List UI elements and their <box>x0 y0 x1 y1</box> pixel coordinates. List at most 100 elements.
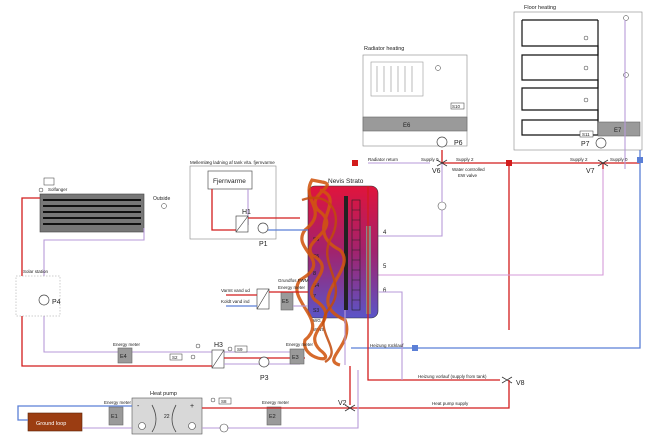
valve-v2: V2 <box>338 400 356 412</box>
koldt-vand-label: Koldt vand ind <box>221 299 250 304</box>
tank-port-4: 4 <box>383 230 387 236</box>
thermo-icon <box>38 187 44 193</box>
svg-text:V6: V6 <box>432 168 441 175</box>
radiator-fins <box>376 66 413 92</box>
solar-tubes <box>43 199 141 225</box>
thermostat-icon <box>583 97 589 103</box>
floor-heating-title: Floor heating <box>524 5 556 11</box>
thermo-icon <box>190 354 196 360</box>
sensor-s1 <box>43 177 55 186</box>
tank-inner-pipe <box>344 196 348 310</box>
s10-label: S10 <box>452 104 461 109</box>
solfanger-label: Solfanger <box>48 187 68 192</box>
mellemlag-label: Mellemlæg ladning af tank v/ta. fjernvar… <box>190 160 275 165</box>
solar-station: Solar station P4 <box>15 269 61 317</box>
pump-p4 <box>38 294 50 306</box>
return-main-line <box>351 150 641 349</box>
hp-coil-icon <box>151 404 177 433</box>
ew-valve-label: EW valve <box>458 173 478 178</box>
grundfos-label: Grundfos FWM <box>278 278 309 283</box>
pump-p6 <box>436 136 448 148</box>
tank-s4-label: S4 <box>313 283 319 289</box>
hp-fan-icon <box>188 422 196 430</box>
fresh-water-module: Grundfos FWM Energy meter E5 Varmt vand … <box>221 278 309 311</box>
p3-label: P3 <box>260 375 269 382</box>
e6-label: E6 <box>403 123 411 129</box>
sensor-s9 <box>234 345 248 353</box>
energy-meter-e2 <box>266 406 282 426</box>
h3-label: H3 <box>214 342 223 349</box>
fjernvarme-box <box>207 170 253 190</box>
p6-label: P6 <box>454 140 463 147</box>
hp-minus: - <box>137 403 140 410</box>
junction-blue <box>637 157 643 163</box>
svg-text:V7: V7 <box>586 168 595 175</box>
solar-station-label: Solar station <box>23 269 49 274</box>
energy-meter-e2-label: Energy meter <box>262 400 290 405</box>
sensor-s10 <box>450 102 465 110</box>
floor-valve-icon <box>623 72 629 78</box>
tank-port-6: 6 <box>383 288 387 294</box>
s11-label: S11 <box>582 132 590 137</box>
valve-v8: V8 <box>501 376 525 387</box>
fjernvarme-supply <box>211 189 236 231</box>
pump-p1 <box>257 222 269 234</box>
supply-0-label-a: Supply 0 <box>421 157 439 162</box>
energy-meter-e6 <box>362 116 468 132</box>
port6-line <box>378 291 403 380</box>
tank-port-5: 5 <box>383 264 387 270</box>
energy-meter-e1 <box>108 406 124 426</box>
junction-blue <box>412 345 418 351</box>
energy-meter-e7 <box>597 121 641 137</box>
e4-label: E4 <box>120 354 127 360</box>
h1-label: H1 <box>242 209 251 216</box>
hp-plus: + <box>190 403 194 410</box>
hp-fan-icon <box>138 422 146 430</box>
hp-return-line <box>202 370 359 429</box>
ground-loop-supply <box>17 405 132 421</box>
e3-label: E3 <box>292 355 299 361</box>
svg-text:V2: V2 <box>338 400 347 407</box>
e5-label: E5 <box>282 299 289 305</box>
radiator-heating-panel: Radiator heating E6 S10 P6 <box>362 46 468 148</box>
radiator-icon <box>370 61 424 97</box>
svg-text:V8: V8 <box>516 380 525 387</box>
e7-label: E7 <box>614 128 622 134</box>
orange-scribble-overlay <box>301 196 338 364</box>
pump-p3 <box>258 356 270 368</box>
heizung-vorlauf-label: Heizung vorlauf (supply from tank) <box>418 374 487 379</box>
water-controlled-label: Water controlled <box>452 167 485 172</box>
valve-v6: V6 <box>432 159 448 175</box>
supply-0-label-b: Supply 0 <box>610 157 628 162</box>
supply-2-label-a: Supply 2 <box>456 157 474 162</box>
storage-tank: Nevis Strato S6 S5 S4 S3 7 8 WG 1 WWS 4 … <box>307 178 387 332</box>
hp-pump-icon <box>219 423 229 433</box>
floor-heating-panel: Floor heating E7 S11 P7 <box>513 5 643 151</box>
heizung-vorlauf-line <box>367 186 500 381</box>
energy-meter-e5-label: Energy meter <box>278 285 306 290</box>
floor-valve-icon <box>623 15 629 21</box>
ground-loop-label: Ground loop <box>36 421 66 427</box>
valve-v7: V7 <box>586 159 609 175</box>
orange-scribble-overlay <box>295 178 349 367</box>
p4-label: P4 <box>52 299 61 306</box>
solar-station-frame <box>15 275 61 317</box>
junction-red <box>352 160 358 166</box>
radiator-return-label: Radiator return <box>368 157 399 162</box>
energy-meter-e4 <box>117 347 133 364</box>
energy-meter-e3 <box>289 348 305 365</box>
sensor-s11 <box>579 130 594 138</box>
supply-2-label-b: Supply 2 <box>570 157 588 162</box>
p1-label: P1 <box>259 241 268 248</box>
thermostat-icon <box>583 65 589 71</box>
hp-22: 22 <box>164 414 170 420</box>
heat-pump-title: Heat pump <box>150 391 177 397</box>
sensor-s8 <box>218 397 232 405</box>
solar-collector: S1 Solfanger Outside <box>38 177 170 233</box>
tank-s3-label: S3 <box>313 308 319 314</box>
p7-label: P7 <box>581 141 590 148</box>
heizung-ruecklauf-label: Heizung rücklauf <box>370 343 404 348</box>
floor-return-line <box>357 169 604 276</box>
sensor-circle <box>437 201 447 211</box>
